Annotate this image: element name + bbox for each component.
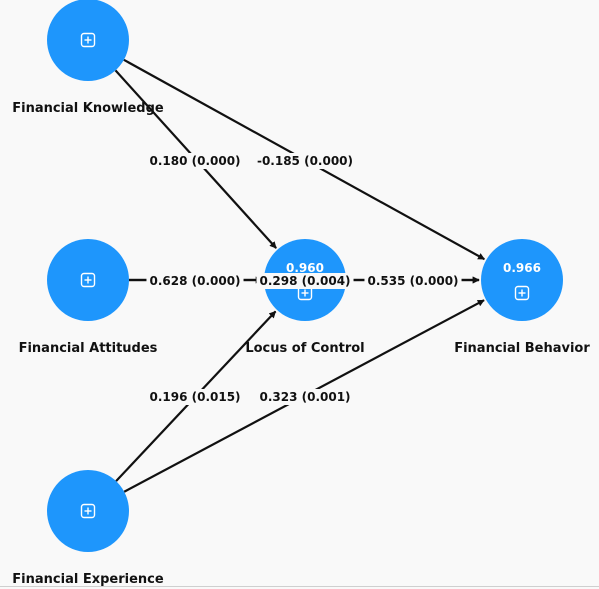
r-squared-value: 0.966 xyxy=(503,261,541,275)
path-coefficient-label: 0.298 (0.004) xyxy=(256,273,354,289)
plus-square-icon[interactable] xyxy=(514,285,530,301)
plus-square-icon[interactable] xyxy=(80,272,96,288)
bottom-divider xyxy=(0,586,599,587)
plus-square-icon[interactable] xyxy=(80,503,96,519)
label-background xyxy=(146,273,244,289)
label-background xyxy=(256,389,354,405)
path-coefficient-label: 0.323 (0.001) xyxy=(256,389,354,405)
construct-circle[interactable] xyxy=(481,239,563,321)
construct-label: Financial Behavior xyxy=(454,341,590,356)
path-coefficient-text: 0.535 (0.000) xyxy=(367,274,458,288)
construct-label: Locus of Control xyxy=(245,341,364,356)
label-background xyxy=(364,273,462,289)
construct-label: Financial Experience xyxy=(12,572,164,587)
label-background xyxy=(253,153,357,169)
label-background xyxy=(146,153,244,169)
label-background xyxy=(146,389,244,405)
construct-node-fa[interactable]: Financial Attitudes xyxy=(19,239,158,356)
path-coefficient-label: -0.185 (0.000) xyxy=(253,153,357,169)
label-background xyxy=(256,273,354,289)
path-coefficient-label: 0.535 (0.000) xyxy=(364,273,462,289)
construct-label: Financial Knowledge xyxy=(12,101,164,116)
path-coefficient-text: 0.323 (0.001) xyxy=(259,390,350,404)
path-coefficient-label: 0.180 (0.000) xyxy=(146,153,244,169)
r-squared-value: 0.960 xyxy=(286,261,324,275)
path-coefficient-text: 0.180 (0.000) xyxy=(149,154,240,168)
path-coefficient-label: 0.196 (0.015) xyxy=(146,389,244,405)
path-coefficient-text: -0.185 (0.000) xyxy=(257,154,353,168)
construct-label: Financial Attitudes xyxy=(19,341,158,356)
path-coefficient-text: 0.298 (0.004) xyxy=(259,274,350,288)
construct-node-fk[interactable]: Financial Knowledge xyxy=(12,0,164,116)
path-coefficient-label: 0.628 (0.000) xyxy=(146,273,244,289)
path-coefficient-text: 0.628 (0.000) xyxy=(149,274,240,288)
plus-square-icon[interactable] xyxy=(80,32,96,48)
construct-node-fe[interactable]: Financial Experience xyxy=(12,470,164,587)
path-coefficient-text: 0.196 (0.015) xyxy=(149,390,240,404)
